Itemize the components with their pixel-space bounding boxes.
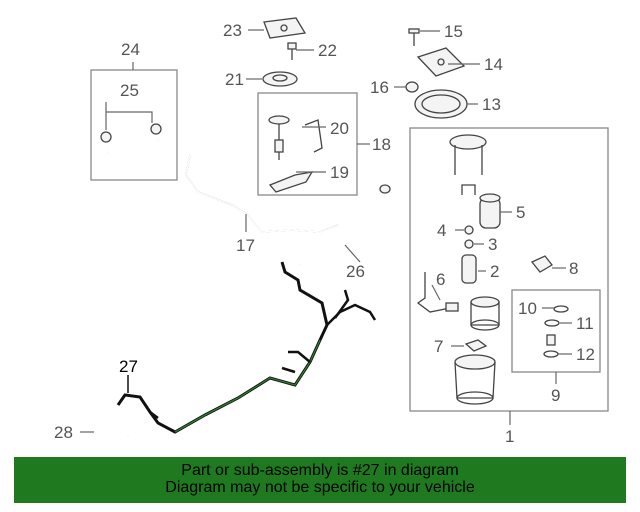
part-27-harness[interactable] [116,261,377,434]
callout-7[interactable]: 7 [434,337,443,356]
callout-22[interactable]: 22 [318,41,337,60]
callout-5[interactable]: 5 [516,203,525,222]
part-11-oring[interactable] [544,319,560,327]
callout-25[interactable]: 25 [120,81,139,100]
callout-6[interactable]: 6 [436,270,445,289]
callout-2[interactable]: 2 [490,262,499,281]
part-23-bracket[interactable] [263,17,307,39]
part-7-holder[interactable] [464,339,488,352]
part-3-seal[interactable] [464,239,474,249]
part-14-cover[interactable] [416,47,466,77]
part-19-float[interactable] [268,171,314,193]
part-21-ring[interactable] [262,71,298,87]
callout-19[interactable]: 19 [330,163,349,182]
callout-15[interactable]: 15 [444,22,463,41]
part-15-screw[interactable] [408,28,420,46]
callout-1[interactable]: 1 [505,427,514,446]
leader-lines [80,29,572,433]
callout-23[interactable]: 23 [223,21,242,40]
callout-3[interactable]: 3 [488,235,497,254]
part-5-filter[interactable] [479,193,501,229]
callout-10[interactable]: 10 [518,299,537,318]
callout-labels: 23 22 21 15 14 16 13 24 25 20 18 19 17 2… [54,21,595,446]
callout-11[interactable]: 11 [576,314,594,333]
callout-20[interactable]: 20 [330,119,349,138]
part-6-harness[interactable] [416,272,459,313]
callout-8[interactable]: 8 [569,259,578,278]
callout-12[interactable]: 12 [576,345,595,364]
info-banner: Part or sub-assembly is #27 in diagram D… [14,457,626,503]
callout-24[interactable]: 24 [121,40,140,59]
part-2-pump[interactable] [461,254,477,284]
part-20-sender[interactable] [268,115,323,160]
callout-26[interactable]: 26 [346,262,365,281]
callout-17[interactable]: 17 [236,236,255,255]
callout-21[interactable]: 21 [225,70,244,89]
callout-9[interactable]: 9 [551,386,560,405]
callout-14[interactable]: 14 [484,55,503,74]
part-10-oring[interactable] [553,305,569,313]
part-26-filler-pipe[interactable] [298,184,391,267]
part-8-sensor[interactable] [530,255,553,273]
box-24 [90,69,178,181]
part-12-valve[interactable] [543,334,559,358]
banner-line-1: Part or sub-assembly is #27 in diagram [181,462,459,479]
banner-line-2: Diagram may not be specific to your vehi… [165,479,475,496]
callout-27[interactable]: 27 [119,357,138,376]
part-28-hose[interactable] [94,425,130,438]
callout-28[interactable]: 28 [54,423,73,442]
part-17-fuel-line[interactable] [185,154,339,233]
callout-16[interactable]: 16 [370,78,389,97]
part-25-hose[interactable] [100,123,162,159]
part-1-pump-module[interactable] [449,134,487,195]
part-13-lock-ring[interactable] [414,89,468,119]
part-4-oring[interactable] [464,225,474,235]
part-16-nut[interactable] [405,81,419,93]
box-1 [409,127,609,412]
callout-13[interactable]: 13 [482,95,501,114]
part-pump-body[interactable] [470,296,500,331]
callout-18[interactable]: 18 [372,135,391,154]
callout-4[interactable]: 4 [437,221,446,240]
part-22-bolt[interactable] [287,42,297,60]
part-reservoir[interactable] [454,354,496,405]
